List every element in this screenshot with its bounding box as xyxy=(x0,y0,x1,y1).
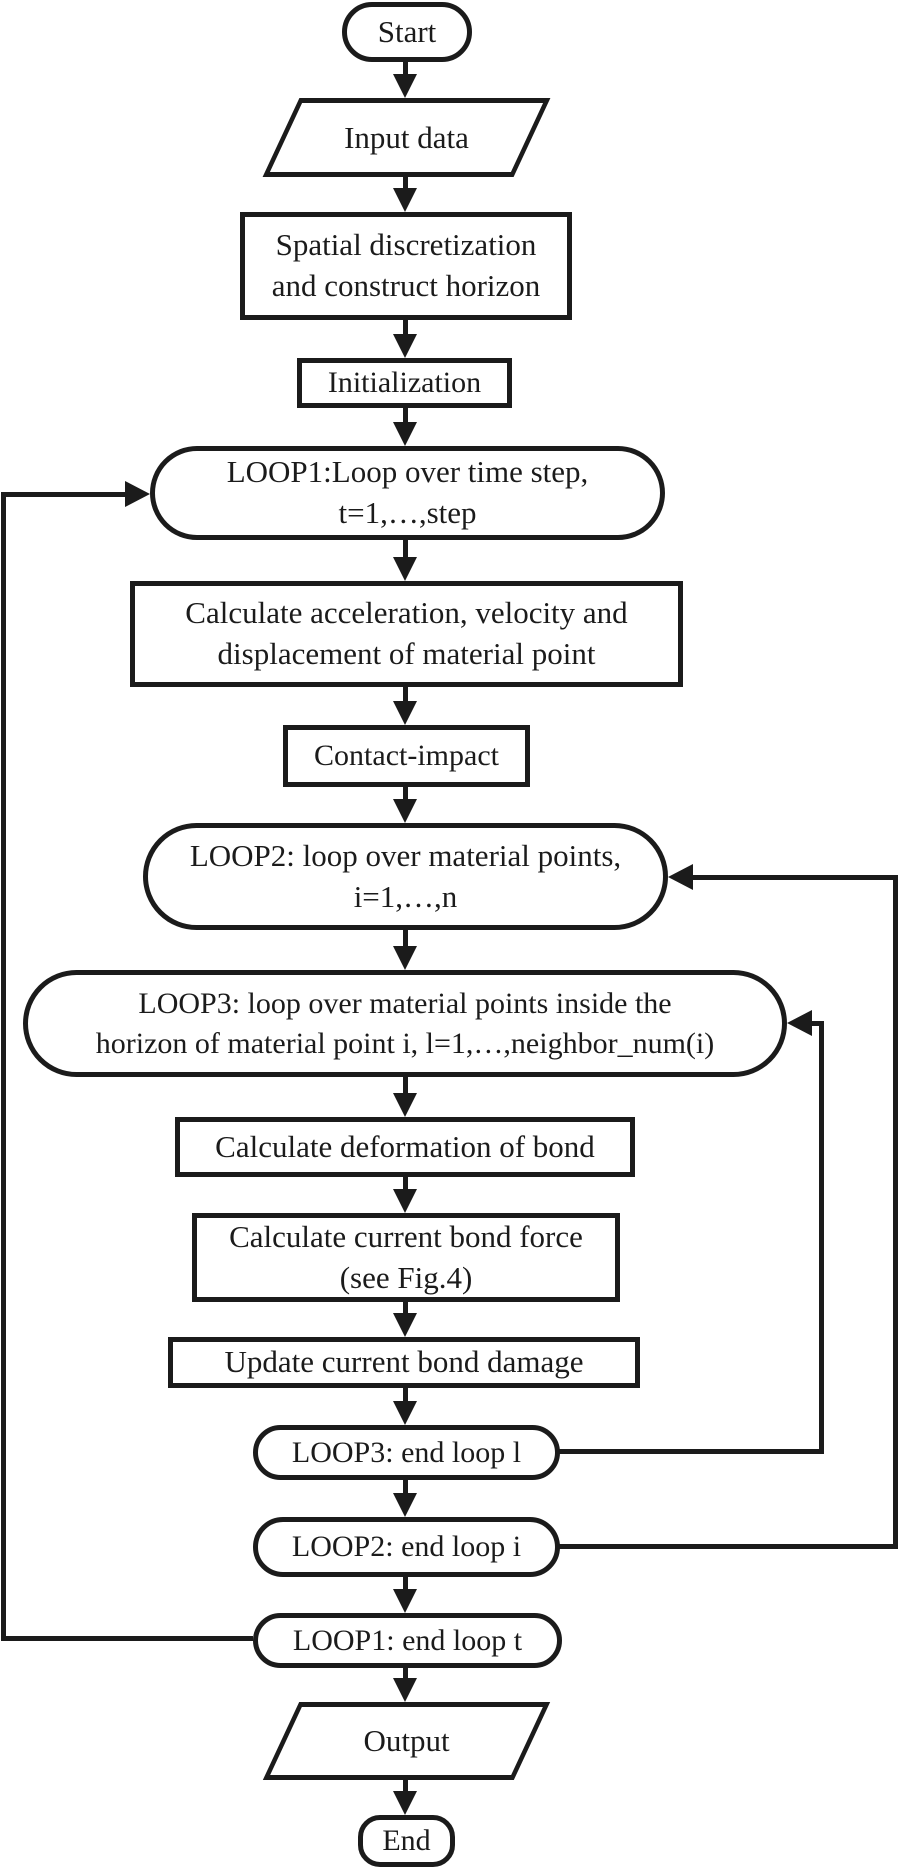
node-loop3-start: LOOP3: loop over material points inside … xyxy=(23,970,787,1077)
flow-arrowhead-icon xyxy=(393,1589,417,1613)
node-input-data: Input data xyxy=(262,98,551,177)
flow-arrowhead-icon xyxy=(393,1093,417,1117)
flow-arrow-shaft xyxy=(403,685,408,703)
flow-arrow-shaft xyxy=(403,1300,408,1315)
node-spatial-discretization: Spatial discretization and construct hor… xyxy=(240,212,572,320)
node-input-data-label: Input data xyxy=(344,119,469,155)
flow-arrow-shaft xyxy=(403,928,408,948)
flow-arrowhead-icon xyxy=(393,1678,417,1702)
flow-arrowhead-icon xyxy=(393,1401,417,1425)
node-loop2-start: LOOP2: loop over material points, i=1,…,… xyxy=(143,823,668,930)
node-loop1-start: LOOP1:Loop over time step, t=1,…,step xyxy=(150,446,665,540)
flow-arrow-shaft xyxy=(403,1075,408,1095)
node-loop3-end: LOOP3: end loop l xyxy=(253,1425,560,1480)
loop3-feedback-arrowhead-icon xyxy=(787,1010,812,1036)
node-output: Output xyxy=(262,1702,551,1780)
flow-arrow-shaft xyxy=(403,318,408,336)
loop1-feedback-vertical-line xyxy=(1,492,6,1641)
flow-arrow-shaft xyxy=(403,1666,408,1680)
flow-arrow-shaft xyxy=(403,1575,408,1591)
node-update-bond-damage: Update current bond damage xyxy=(168,1337,640,1388)
loop1-feedback-arrowhead-icon xyxy=(125,481,150,507)
loop1-feedback-bottom-line xyxy=(1,1636,253,1641)
node-contact-impact: Contact-impact xyxy=(283,725,530,787)
flow-arrow-shaft xyxy=(403,1175,408,1191)
node-initialization: Initialization xyxy=(297,358,512,408)
flow-arrow-shaft xyxy=(403,785,408,801)
flow-arrowhead-icon xyxy=(393,799,417,823)
flow-arrowhead-icon xyxy=(393,334,417,358)
node-end: End xyxy=(358,1815,455,1867)
flow-arrow-shaft xyxy=(403,406,408,424)
loop2-feedback-vertical-line xyxy=(893,875,898,1549)
node-loop2-end: LOOP2: end loop i xyxy=(253,1517,560,1577)
flow-arrow-shaft xyxy=(403,538,408,559)
loop3-feedback-vertical-line xyxy=(819,1021,824,1454)
flow-arrowhead-icon xyxy=(393,1189,417,1213)
flow-arrowhead-icon xyxy=(393,701,417,725)
flow-arrowhead-icon xyxy=(393,422,417,446)
loop2-feedback-bottom-line xyxy=(558,1544,898,1549)
flow-arrowhead-icon xyxy=(393,188,417,212)
loop3-feedback-top-line xyxy=(808,1021,824,1026)
flow-arrow-shaft xyxy=(403,1478,408,1495)
flow-arrow-shaft xyxy=(403,1386,408,1403)
flow-arrowhead-icon xyxy=(393,1313,417,1337)
loop2-feedback-arrowhead-icon xyxy=(668,864,693,890)
flow-arrowhead-icon xyxy=(393,74,417,98)
node-calculate-deformation: Calculate deformation of bond xyxy=(175,1117,635,1177)
node-start: Start xyxy=(342,2,472,62)
loop2-feedback-top-line xyxy=(691,875,898,880)
node-output-label: Output xyxy=(363,1723,450,1758)
flow-arrow-shaft xyxy=(403,175,408,190)
flow-arrowhead-icon xyxy=(393,1493,417,1517)
loop1-feedback-top-line xyxy=(1,492,127,497)
node-calculate-bond-force: Calculate current bond force (see Fig.4) xyxy=(192,1213,620,1302)
flow-arrow-shaft xyxy=(403,1778,408,1793)
flow-arrow-shaft xyxy=(403,60,408,76)
loop3-feedback-bottom-line xyxy=(558,1449,824,1454)
flow-arrowhead-icon xyxy=(393,946,417,970)
flow-arrowhead-icon xyxy=(393,557,417,581)
node-calculate-acceleration: Calculate acceleration, velocity and dis… xyxy=(130,581,683,687)
flow-arrowhead-icon xyxy=(393,1791,417,1815)
node-loop1-end: LOOP1: end loop t xyxy=(253,1613,562,1668)
